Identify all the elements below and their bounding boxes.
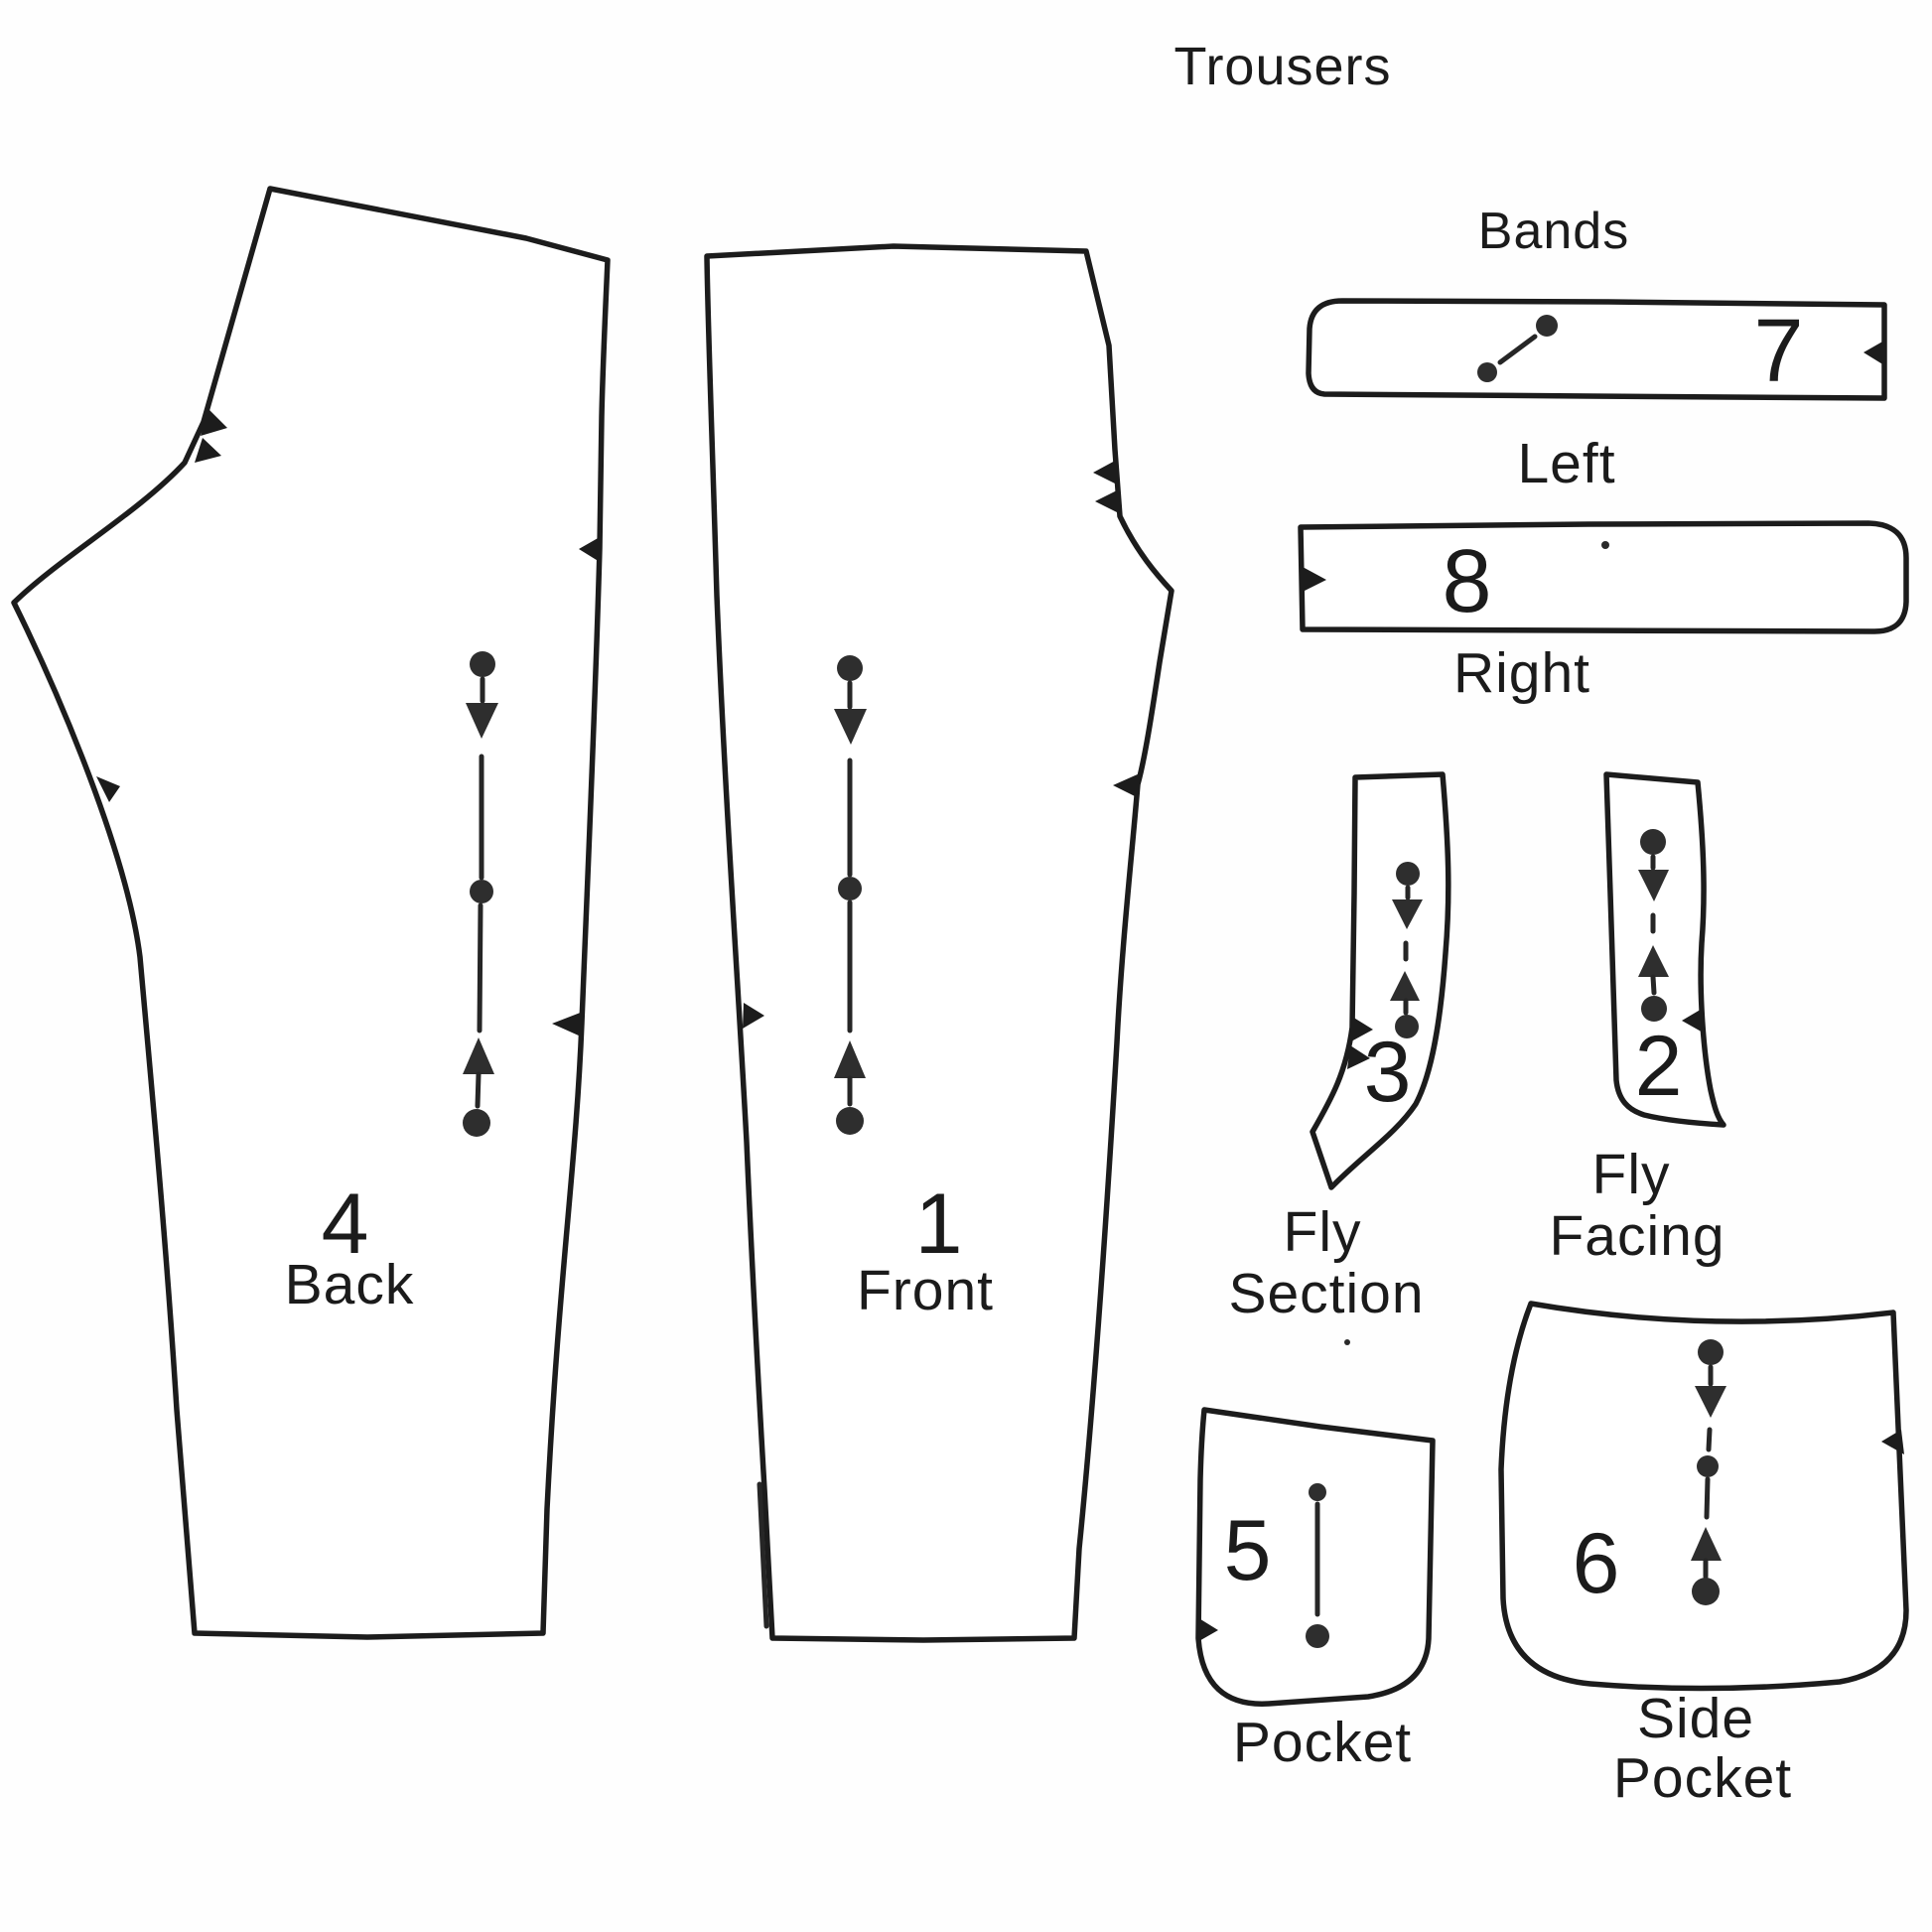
- piece-pocket: 5: [1195, 1407, 1436, 1707]
- fly-section-grain-line: [1390, 862, 1423, 1038]
- fly-facing-label-line2: Facing: [1549, 1204, 1725, 1268]
- back-inseam-notch: [96, 776, 120, 802]
- pocket-label: Pocket: [1233, 1711, 1412, 1774]
- front-grain-line: [834, 655, 867, 1135]
- side-pocket-outline: [1498, 1301, 1909, 1692]
- fly-facing-label-line1: Fly: [1592, 1143, 1671, 1206]
- band-left-label: Left: [1517, 432, 1615, 495]
- fly-section-notch-2: [1347, 1045, 1370, 1069]
- front-hem-crease: [757, 1481, 769, 1629]
- band-right-outline: [1298, 520, 1909, 634]
- back-piece-number: 4: [322, 1176, 370, 1272]
- piece-front: 1 Front: [704, 243, 1174, 1643]
- front-inseam-notch: [1113, 773, 1140, 798]
- fly-facing-grain-line: [1638, 829, 1669, 1022]
- side-pocket-label-line1: Side: [1637, 1687, 1754, 1750]
- back-outline: [11, 186, 611, 1640]
- band-left-number: 7: [1753, 302, 1804, 401]
- front-piece-label: Front: [857, 1259, 994, 1322]
- piece-fly-facing: 2: [1603, 771, 1726, 1128]
- front-piece-number: 1: [915, 1176, 964, 1272]
- fly-facing-notch: [1682, 1008, 1705, 1034]
- piece-side-pocket: 6: [1498, 1301, 1909, 1692]
- pocket-grain-line: [1306, 1483, 1329, 1648]
- back-waist-notch-1: [201, 409, 227, 436]
- front-left-notch: [743, 1003, 764, 1029]
- back-side-notch-upper: [579, 537, 600, 562]
- bands-heading: Bands: [1478, 203, 1629, 260]
- fly-section-label-line2: Section: [1228, 1262, 1424, 1325]
- back-grain-line: [463, 651, 498, 1137]
- piece-back: 4 Back: [11, 186, 611, 1640]
- front-outline: [704, 243, 1174, 1643]
- side-pocket-notch: [1881, 1430, 1904, 1454]
- ink-speck: [1344, 1339, 1350, 1345]
- band-left-notch: [1863, 341, 1884, 365]
- fly-section-number: 3: [1364, 1025, 1413, 1120]
- fly-facing-outline: [1603, 771, 1726, 1128]
- band-right-notch: [1303, 567, 1326, 592]
- band-right-label: Right: [1453, 641, 1590, 705]
- pocket-number: 5: [1224, 1503, 1273, 1598]
- page-title: Trousers: [1173, 37, 1391, 96]
- band-right-number: 8: [1442, 532, 1492, 631]
- fly-section-label-line1: Fly: [1284, 1200, 1362, 1264]
- fly-section-notch-1: [1351, 1017, 1373, 1041]
- side-pocket-grain-line: [1691, 1339, 1726, 1605]
- fly-facing-number: 2: [1635, 1019, 1684, 1114]
- back-waist-notch-2: [195, 438, 221, 463]
- band-left-outline: [1306, 298, 1887, 401]
- piece-band-right: 8: [1298, 520, 1909, 634]
- band-left-buttonhole: [1477, 315, 1558, 382]
- ink-speck: [1601, 541, 1609, 549]
- side-pocket-number: 6: [1573, 1516, 1621, 1611]
- front-side-notch-1: [1093, 460, 1119, 485]
- side-pocket-label-line2: Pocket: [1613, 1746, 1792, 1810]
- fly-section-outline: [1310, 771, 1451, 1190]
- back-side-notch-lower: [552, 1012, 583, 1036]
- back-piece-label: Back: [285, 1253, 415, 1316]
- front-side-notch-2: [1095, 489, 1121, 514]
- piece-fly-section: 3: [1310, 771, 1451, 1190]
- pocket-notch: [1197, 1617, 1218, 1642]
- piece-band-left: 7: [1306, 298, 1887, 401]
